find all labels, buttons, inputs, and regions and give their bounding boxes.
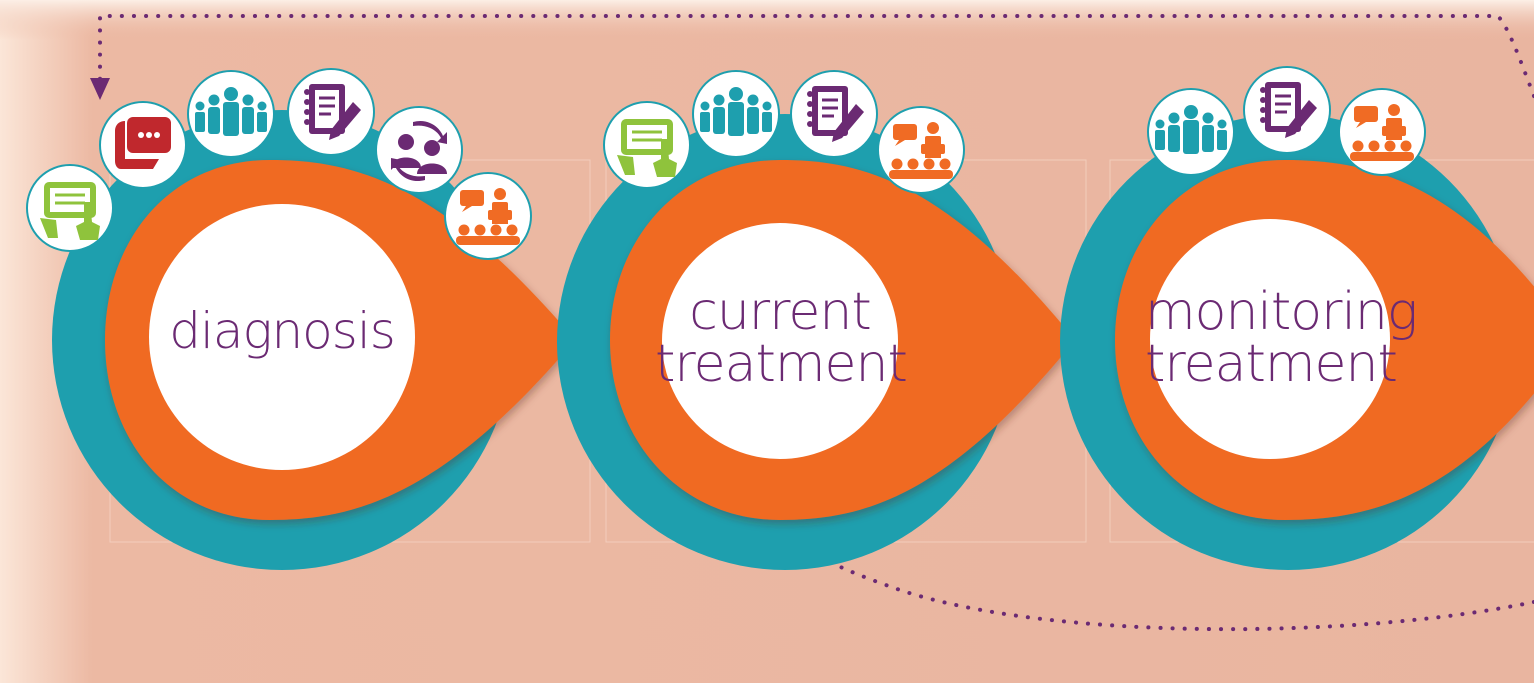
team-group-icon	[187, 70, 275, 158]
notebook-pen-icon	[287, 68, 375, 156]
stage-label-monitoring-treatment: monitoring treatment	[1145, 282, 1418, 394]
notebook-pen-icon	[790, 70, 878, 158]
team-group-icon	[692, 70, 780, 158]
stage-diagnosis	[52, 110, 575, 570]
feedback-arrow-top-head	[90, 78, 110, 100]
stage-current-treatment	[557, 114, 1075, 570]
background-top-glow	[0, 0, 1534, 40]
stage-label-line: monitoring	[1145, 282, 1418, 342]
tablet-touch-icon	[26, 164, 114, 252]
presentation-audience-icon	[1338, 88, 1426, 176]
tablet-touch-icon	[603, 101, 691, 189]
people-exchange-icon	[375, 106, 463, 194]
presentation-audience-icon	[444, 172, 532, 260]
presentation-audience-icon	[877, 106, 965, 194]
stage-label-diagnosis: diagnosis	[162, 306, 402, 356]
team-group-icon	[1147, 88, 1235, 176]
stage-label-line: current	[689, 282, 872, 342]
stage-1-white-circle	[149, 204, 415, 470]
stage-label-line: treatment	[1145, 334, 1398, 394]
feedback-arrow-top	[98, 14, 1534, 98]
stage-2-white-circle	[662, 223, 898, 459]
stage-3-white-circle	[1150, 219, 1390, 459]
stage-monitoring-treatment	[1060, 114, 1534, 570]
stage-label-line: diagnosis	[169, 302, 396, 360]
notebook-pen-icon	[1243, 66, 1331, 154]
chat-bubble-icon	[99, 101, 187, 189]
stage-label-line: treatment	[655, 334, 908, 394]
stage-label-current-treatment: current treatment	[655, 282, 908, 394]
